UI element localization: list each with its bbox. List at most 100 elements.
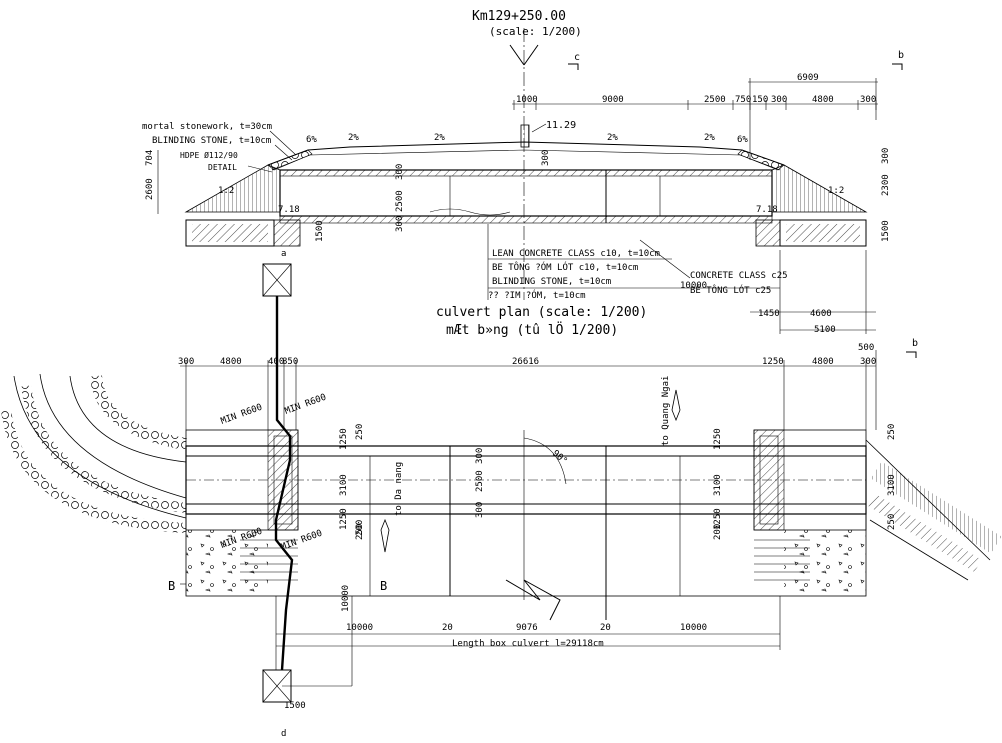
dim-1000: 1000 xyxy=(516,95,538,105)
label-hdpe: HDPE Ø112/90 xyxy=(180,150,238,160)
slope-2pct-3: 2% xyxy=(607,133,618,143)
footing-left xyxy=(273,219,301,247)
elevation-leader xyxy=(531,123,547,133)
dim-1500-bottom: 1500 xyxy=(284,701,306,711)
slope-edge-right xyxy=(869,519,969,581)
radius-4: MIN R600 xyxy=(280,529,324,553)
section-B-left: B xyxy=(168,579,175,593)
section-c-label: c xyxy=(574,52,580,63)
svg-text:300: 300 xyxy=(475,448,485,464)
slope-2pct-1: 2% xyxy=(348,133,359,143)
slope-2pct-4: 2% xyxy=(704,133,715,143)
plan-dim-1250: 1250 xyxy=(762,357,784,367)
bottom-dim-10000v: 10000 xyxy=(341,585,351,612)
steps-left xyxy=(240,539,298,581)
svg-text:300: 300 xyxy=(395,164,405,180)
svg-text:200: 200 xyxy=(355,520,365,536)
side-slope-right: 1:2 xyxy=(828,186,844,196)
svg-text:2500: 2500 xyxy=(395,190,405,212)
side-slope-left: 1:2 xyxy=(218,186,234,196)
box-cross xyxy=(262,669,292,703)
foundation-right-hatch xyxy=(786,224,860,242)
bottom-dim-20: 20 xyxy=(442,623,453,633)
gravel-right xyxy=(784,530,866,596)
svg-text:1250: 1250 xyxy=(339,508,349,530)
bottom-dim-9076: 9076 xyxy=(516,623,538,633)
road-edge-left xyxy=(39,373,187,499)
section-a-label: a xyxy=(281,249,286,259)
svg-text:3100: 3100 xyxy=(887,474,897,496)
dim-ticks xyxy=(513,78,877,160)
axis-mark xyxy=(523,44,539,66)
headwall-left-inner xyxy=(273,435,293,525)
plan-section-b-arrow xyxy=(906,351,917,358)
culvert-box-section xyxy=(279,169,773,217)
plan-title-en: culvert plan (scale: 1/200) xyxy=(436,305,647,320)
svg-text:250: 250 xyxy=(355,524,365,540)
leader xyxy=(274,144,293,161)
slope-6pct-left: 6% xyxy=(306,135,317,145)
riprap-curve xyxy=(21,385,187,513)
axis-mark xyxy=(509,44,525,66)
svg-text:3100: 3100 xyxy=(713,474,723,496)
riprap-curve xyxy=(90,375,187,450)
plan-dim-4800: 4800 xyxy=(220,357,242,367)
foundation-left-hatch xyxy=(192,224,268,242)
dim-6909: 6909 xyxy=(797,73,819,83)
section-c-arrow xyxy=(568,63,579,70)
svg-text:250: 250 xyxy=(887,514,897,530)
label-stonework: mortal stonework, t=30cm xyxy=(142,122,272,132)
plan-dim-500: 500 xyxy=(858,343,874,353)
plan-dim-ticks xyxy=(185,350,877,430)
svg-text:300: 300 xyxy=(881,148,891,164)
dir-quang-ngai: to Quang Ngai xyxy=(661,376,671,446)
bottom-dim-10000b: 10000 xyxy=(680,623,707,633)
radius-1: MIN R600 xyxy=(220,403,264,427)
plan-dim-400: 400 xyxy=(268,357,284,367)
stonework-right xyxy=(737,149,785,171)
steps-right xyxy=(754,539,810,581)
note-blinding: BLINDING STONE, t=10cm xyxy=(492,277,611,287)
plan-dim-300b: 300 xyxy=(860,357,876,367)
plan-section-b: b xyxy=(912,338,918,349)
road-edge-left xyxy=(69,375,187,463)
left-dim-704: 704 xyxy=(145,150,155,166)
arrow-up xyxy=(671,389,681,422)
dim-150: 150 xyxy=(752,95,768,105)
scale-label: (scale: 1/200) xyxy=(489,25,582,38)
dim-750: 750 xyxy=(735,95,751,105)
svg-text:3100: 3100 xyxy=(339,474,349,496)
section-B-right: B xyxy=(380,579,387,593)
svg-text:300: 300 xyxy=(395,216,405,232)
mid-vertical-dims: 300 2500 300 300 2300 300 xyxy=(395,148,891,232)
box-cross xyxy=(262,263,292,297)
elevation-label: 11.29 xyxy=(546,120,576,131)
slope-2pct-2: 2% xyxy=(434,133,445,143)
leader xyxy=(269,130,297,156)
plan-vertical-dims: 1250 3100 1250 250 250 300 2500 300 1250… xyxy=(339,424,897,540)
plan-dim-300: 300 xyxy=(178,357,194,367)
slope-hatch-right xyxy=(870,461,1002,554)
slab-left: 7.18 xyxy=(278,205,300,215)
dim-300: 300 xyxy=(771,95,787,105)
section-b-label: b xyxy=(898,50,904,61)
culvert-top-slab xyxy=(279,169,773,177)
length-note: Length box culvert l=29118cm xyxy=(452,639,604,649)
culvert-bottom-slab xyxy=(279,215,773,224)
svg-text:1250: 1250 xyxy=(713,508,723,530)
gravel-left xyxy=(186,530,268,596)
section-d-label: d xyxy=(281,729,286,739)
headwall-right-inner xyxy=(759,435,779,525)
embankment-right xyxy=(771,164,868,213)
stonework-left xyxy=(267,149,313,171)
note-lean-concrete: LEAN CONCRETE CLASS c10, t=10cm xyxy=(492,249,660,259)
bottom-dim-20b: 20 xyxy=(600,623,611,633)
label-blinding: BLINDING STONE, t=10cm xyxy=(152,136,271,146)
station-label: Km129+250.00 xyxy=(472,9,566,24)
base-right-dim: 1500 xyxy=(881,220,891,242)
dim-4600: 4600 xyxy=(810,309,832,319)
svg-text:1250: 1250 xyxy=(713,428,723,450)
svg-text:300: 300 xyxy=(541,150,551,166)
slab-right: 7.18 xyxy=(756,205,778,215)
